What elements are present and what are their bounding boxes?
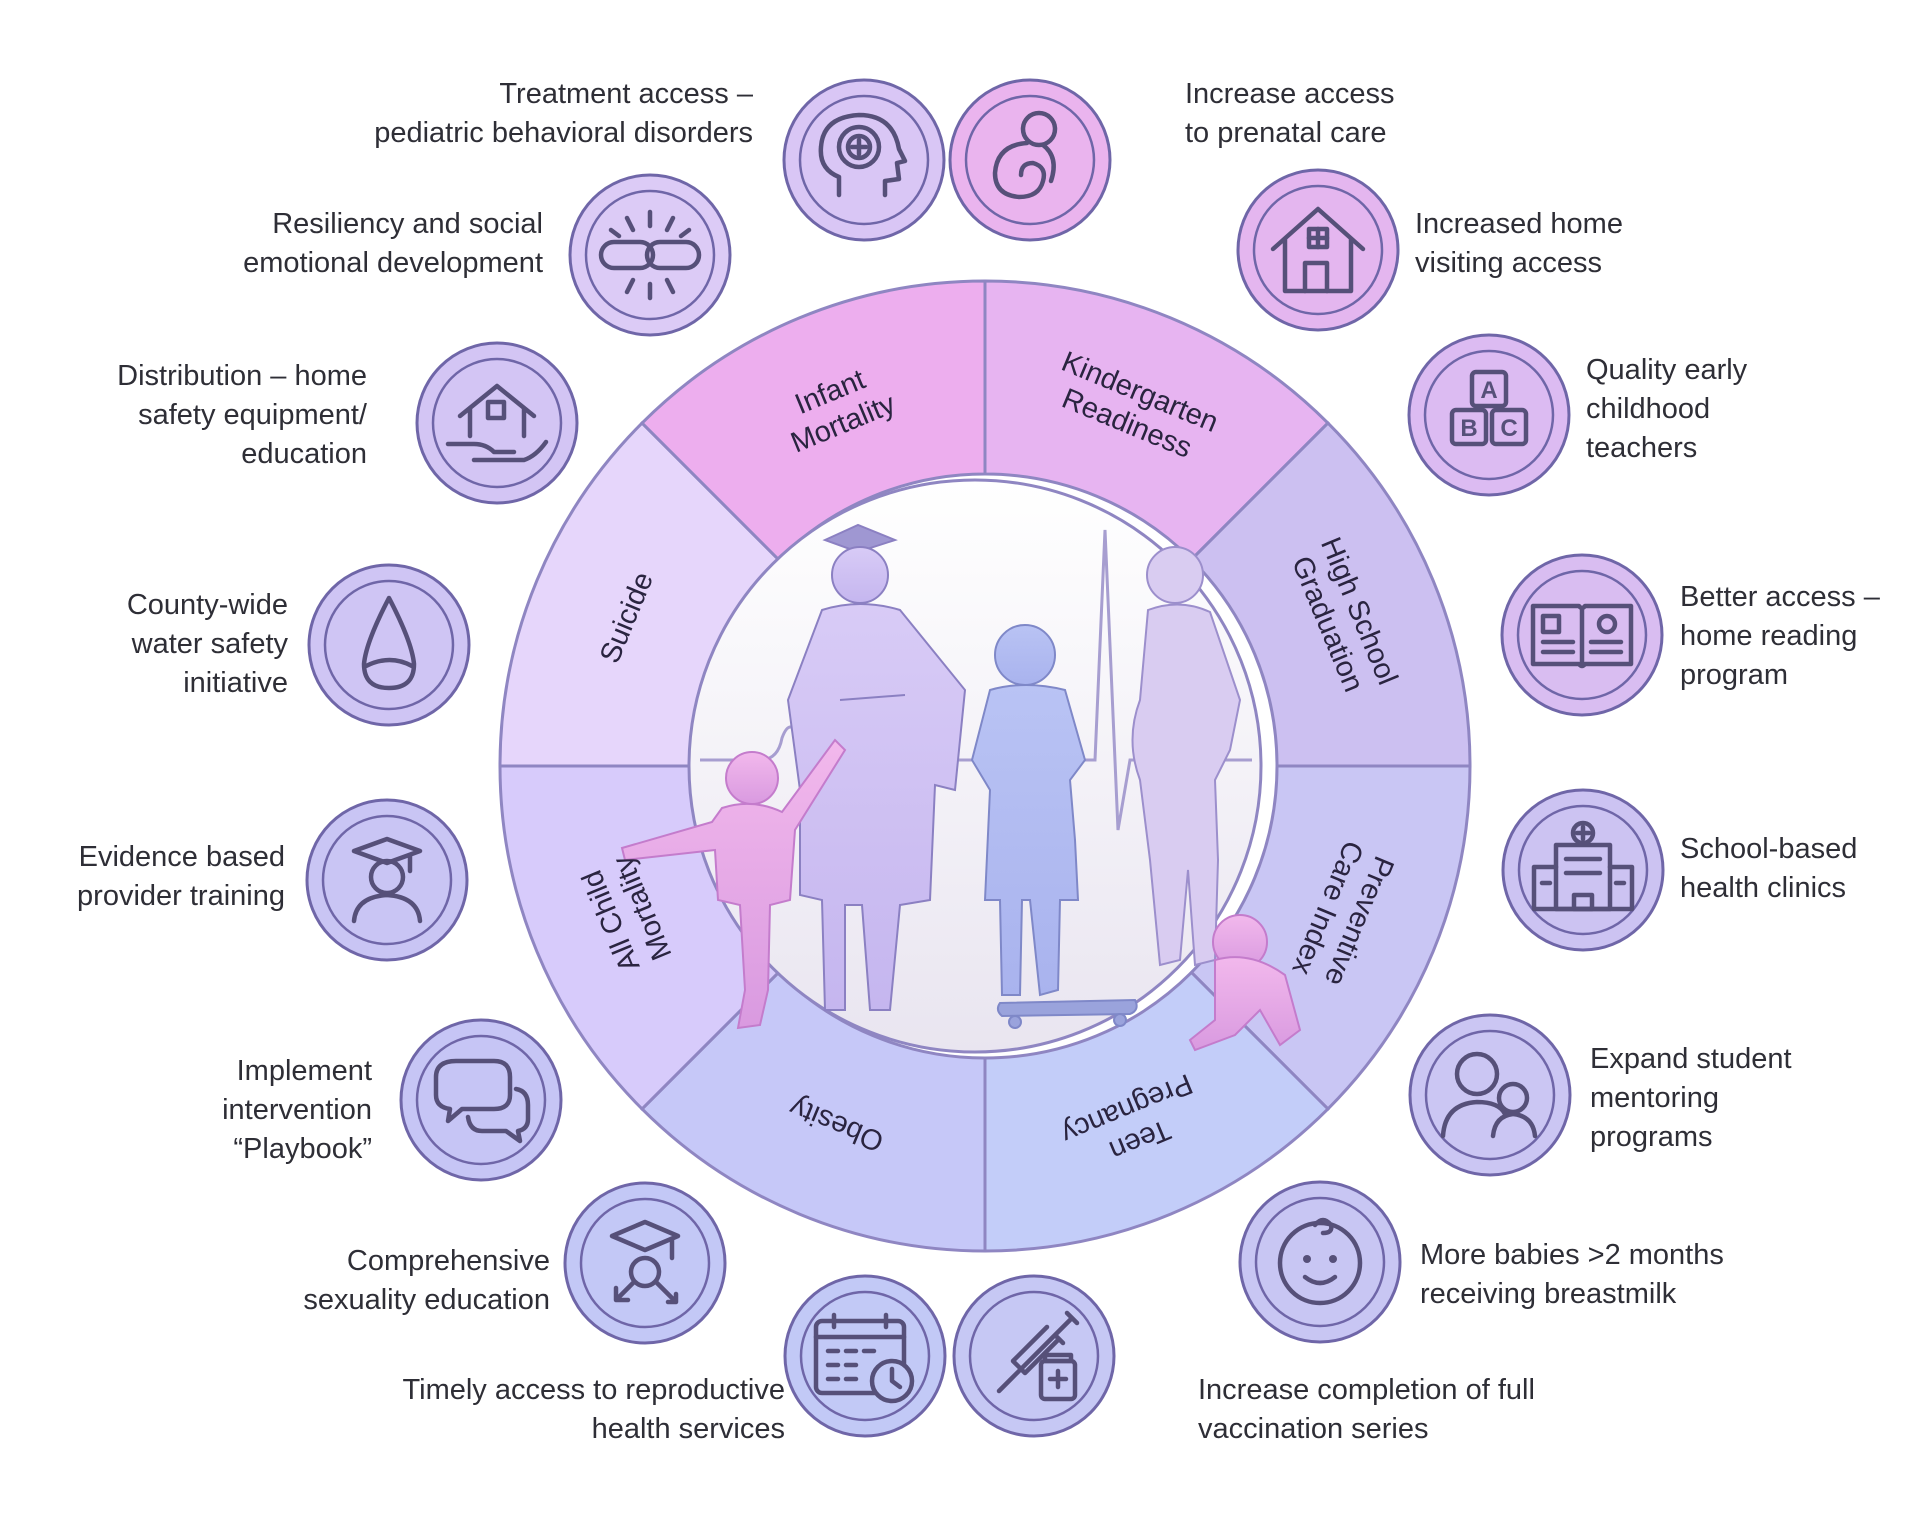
fetus-icon [948,78,1112,242]
pregnant-woman-figure [1131,546,1242,967]
intervention-label: Better access – home reading program [1680,578,1880,695]
intervention-label-line: to prenatal care [1185,117,1387,149]
intervention-label: Comprehensive sexuality education [303,1242,550,1320]
house-in-hand-icon [415,341,579,505]
intervention-label-line: emotional development [243,247,543,279]
intervention-badge [567,172,733,338]
intervention-label-line: Increase completion of full [1198,1374,1535,1406]
intervention-badge [782,1273,948,1439]
boy-figure [970,624,1138,1029]
intervention-label-line: Treatment access – [499,78,753,110]
intervention-label-line: Timely access to reproductive [402,1374,785,1406]
intervention-label-line: Expand student [1590,1043,1792,1075]
intervention-badge [951,1273,1117,1439]
intervention-badge [947,77,1113,243]
svg-text:B: B [1460,415,1477,442]
house-icon [1236,168,1400,332]
intervention-label-line: Comprehensive [346,1245,550,1277]
intervention-badge [1407,1012,1573,1178]
water-drop-icon [307,563,471,727]
intervention-label-line: programs [1590,1121,1713,1153]
intervention-label: Evidence based provider training [77,838,285,916]
linked-chain-icon [568,173,732,337]
intervention-label: Treatment access – pediatric behavioral d… [374,75,753,153]
intervention-label: Increased home visiting access [1415,205,1623,283]
intervention-label-line: Resiliency and social [272,208,543,240]
intervention-label-line: provider training [77,880,285,912]
intervention-label: Increase access to prenatal care [1185,75,1395,153]
svg-text:A: A [1480,377,1497,404]
intervention-label-line: health services [591,1413,785,1445]
intervention-badge [1237,1179,1403,1345]
intervention-label-line: health clinics [1680,872,1847,904]
intervention-label-line: sexuality education [303,1284,550,1316]
intervention-label-line: vaccination series [1198,1413,1429,1445]
intervention-label-line: School-based [1680,833,1858,865]
intervention-label-line: Evidence based [78,841,285,873]
intervention-label-line: program [1680,659,1788,691]
intervention-label-line: water safety [131,628,288,660]
intervention-label: Timely access to reproductive health serv… [402,1371,785,1449]
calendar-clock-icon [783,1274,947,1438]
intervention-label: County-wide water safety initiative [127,586,288,703]
intervention-label: Resiliency and social emotional developme… [243,205,543,283]
intervention-label-line: mentoring [1590,1082,1719,1114]
graduate-person-icon [305,798,469,962]
syringe-vial-icon [952,1274,1116,1438]
intervention-label: Distribution – home safety equipment/educ… [117,357,367,474]
intervention-label-line: County-wide [126,589,288,621]
intervention-label-line: Increased home [1415,208,1623,240]
intervention-label-line: initiative [183,667,288,699]
intervention-label-line: intervention [222,1094,372,1126]
intervention-label-line: Increase access [1185,78,1395,110]
intervention-label-line: More babies >2 months [1420,1239,1724,1271]
intervention-label-line: home reading [1680,620,1858,652]
intervention-label: Implement intervention “Playbook” [222,1052,372,1169]
mentor-and-student-icon [1408,1013,1572,1177]
center-illustration [620,478,1302,1054]
toddler-figure [620,738,847,1030]
intervention-label: Expand student mentoring programs [1590,1040,1792,1157]
intervention-badge [562,1180,728,1346]
intervention-badge [781,77,947,243]
intervention-label-line: education [241,438,367,470]
intervention-label-line: visiting access [1415,247,1602,279]
intervention-badge [304,797,470,963]
intervention-label-line: Distribution – home [117,360,367,392]
graduation-cap-gender-symbols-icon [563,1181,727,1345]
baby-face-icon [1238,1180,1402,1344]
head-medical-cross-icon [782,78,946,242]
intervention-badge [1500,787,1666,953]
intervention-badge [306,562,472,728]
intervention-label-line: pediatric behavioral disorders [374,117,753,149]
intervention-label-line: childhood [1586,393,1711,425]
intervention-label-line: “Playbook” [233,1133,372,1165]
svg-text:C: C [1500,415,1517,442]
outcome-ring [498,279,1472,1253]
intervention-label-line: Better access – [1680,581,1880,613]
open-book-icon [1500,553,1664,717]
graduate-figure [786,523,967,1011]
intervention-label-line: Quality early [1586,354,1748,386]
intervention-badge [398,1017,564,1183]
intervention-label-line: receiving breastmilk [1420,1278,1677,1310]
intervention-badge [1235,167,1401,333]
crawling-baby-figure [1188,914,1302,1052]
intervention-label-line: safety equipment/ [138,399,367,431]
intervention-label: Quality early childhood teachers [1586,351,1747,468]
intervention-badge [1499,552,1665,718]
intervention-label-line: Implement [236,1055,372,1087]
speech-bubbles-icon [399,1018,563,1182]
intervention-label-line: teachers [1586,432,1698,464]
intervention-label: More babies >2 months receiving breastmil… [1420,1236,1724,1314]
school-building-icon [1501,788,1665,952]
intervention-badge [414,340,580,506]
intervention-label: Increase completion of full vaccination s… [1198,1371,1535,1449]
intervention-label: School-based health clinics [1680,830,1857,908]
